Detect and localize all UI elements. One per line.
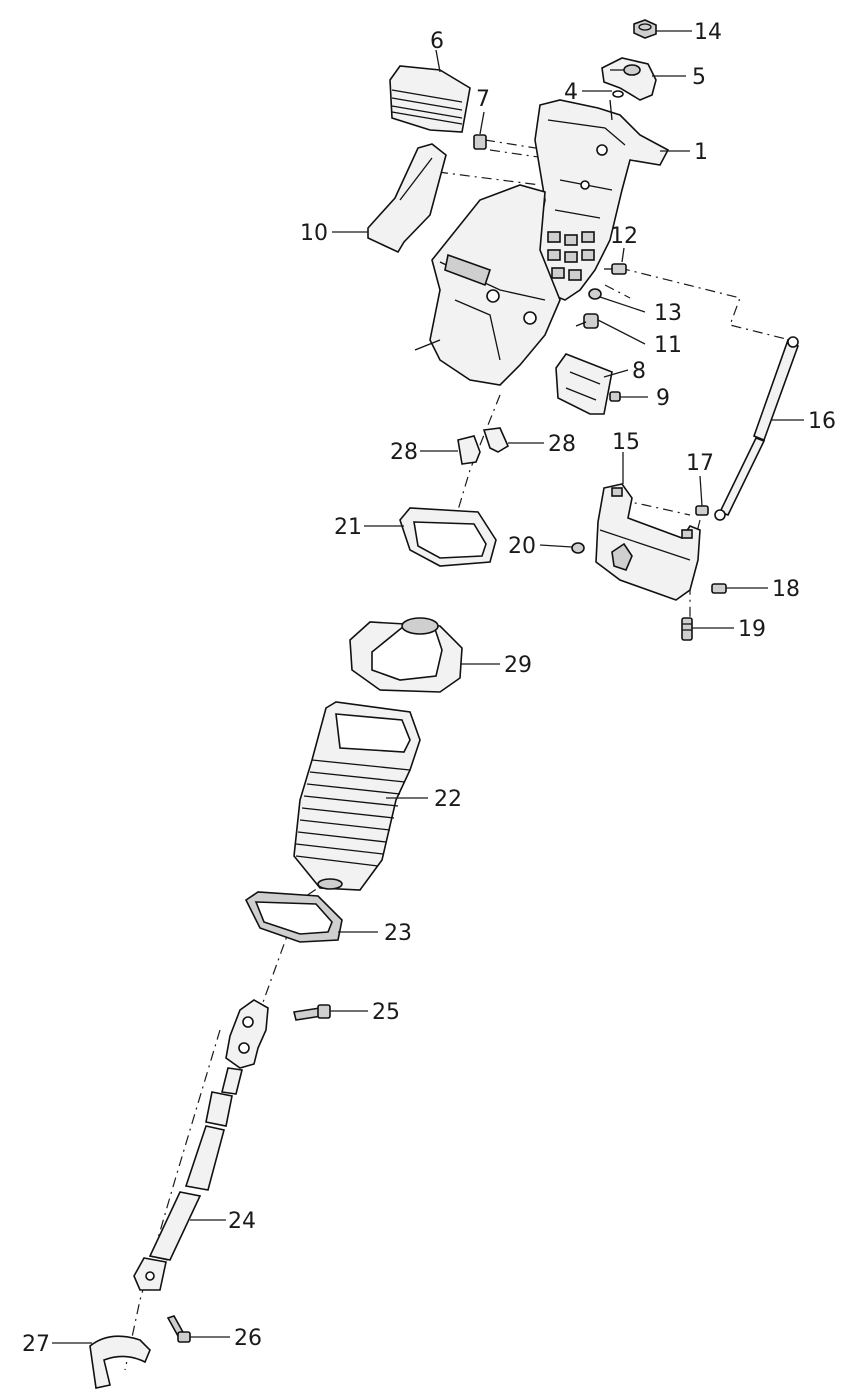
part-23-gasket — [244, 891, 343, 943]
part-22-bellows — [293, 701, 421, 891]
part-10-cover-strip — [367, 143, 447, 254]
part-9-screw — [609, 391, 621, 402]
part-8-plate — [555, 353, 613, 415]
part-14-nut — [633, 19, 657, 39]
part-7-clip — [473, 134, 487, 150]
part-6-trim-cover — [389, 65, 471, 133]
callout-5: 5 — [692, 65, 706, 90]
callout-29: 29 — [504, 653, 532, 678]
part-16-gas-strut — [714, 336, 799, 521]
callout-12: 12 — [610, 224, 638, 249]
part-24-intermediate-shaft — [133, 999, 269, 1291]
callout-6: 6 — [430, 29, 444, 54]
callout-18: 18 — [772, 577, 800, 602]
callout-10: 10 — [300, 221, 328, 246]
callout-28-left: 28 — [390, 440, 418, 465]
callout-4: 4 — [564, 80, 578, 105]
part-11-bolt — [575, 313, 599, 329]
part-12-bolt — [604, 263, 627, 275]
callout-leaders — [52, 30, 804, 1344]
callout-19: 19 — [738, 617, 766, 642]
callout-13: 13 — [654, 301, 682, 326]
callout-11: 11 — [654, 333, 682, 358]
callout-21: 21 — [334, 515, 362, 540]
part-18-bolt — [711, 583, 727, 594]
part-1-column-housing — [534, 99, 670, 301]
part-28-clip-right — [482, 427, 510, 453]
part-5-cap — [601, 57, 657, 101]
part-15-bracket — [595, 483, 701, 601]
part-26-bolt — [166, 1315, 191, 1343]
callout-26: 26 — [234, 1326, 262, 1351]
callout-16: 16 — [808, 409, 836, 434]
callout-7: 7 — [476, 87, 490, 112]
callout-22: 22 — [434, 787, 462, 812]
callout-17: 17 — [686, 451, 714, 476]
part-4-washer — [612, 90, 624, 98]
callout-8: 8 — [632, 359, 646, 384]
callout-14: 14 — [694, 20, 722, 45]
part-20-nut — [571, 542, 585, 554]
callout-25: 25 — [372, 1000, 400, 1025]
callout-23: 23 — [384, 921, 412, 946]
part-28-clip-left — [457, 435, 481, 465]
callout-27: 27 — [22, 1332, 50, 1357]
part-29-boot-seal — [349, 617, 463, 693]
part-1-lower-bracket — [414, 184, 561, 386]
part-27-clamp — [89, 1335, 151, 1389]
callout-9: 9 — [656, 386, 670, 411]
callout-28-right: 28 — [548, 432, 576, 457]
callout-24: 24 — [228, 1209, 256, 1234]
part-13-nut — [588, 288, 602, 300]
callout-20: 20 — [508, 534, 536, 559]
part-21-seal-frame — [399, 507, 497, 567]
callout-1: 1 — [694, 140, 708, 165]
callout-labels: 14 5 4 6 7 1 10 12 13 11 8 9 16 15 17 18… — [22, 20, 836, 1357]
part-17-bolt — [695, 505, 709, 516]
part-19-bolt — [681, 617, 693, 641]
part-25-bolt — [293, 1004, 331, 1021]
callout-15: 15 — [612, 430, 640, 455]
